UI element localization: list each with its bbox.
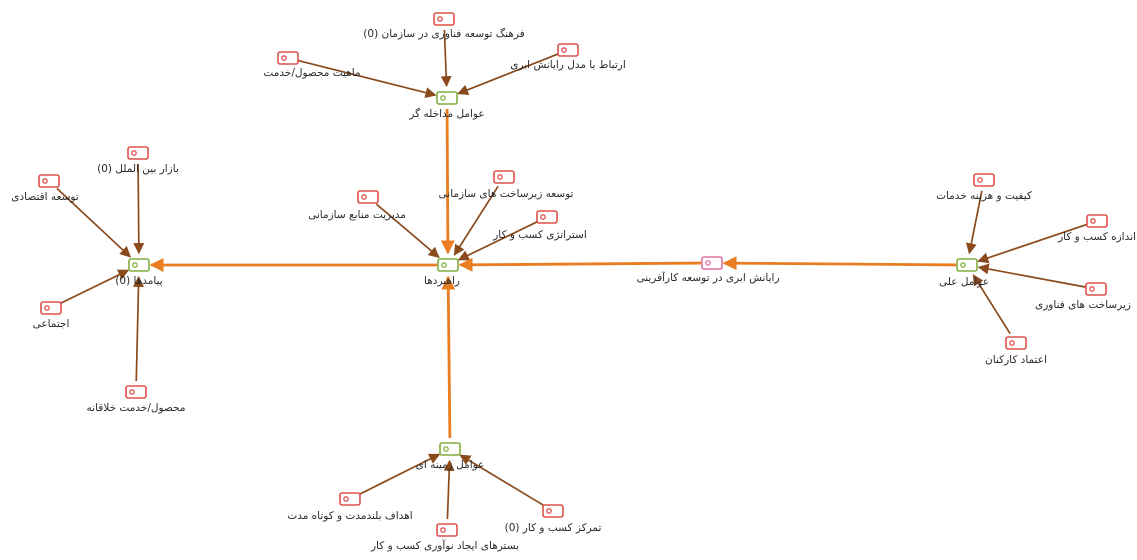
code-icon [542, 504, 564, 518]
node-label: پیامدها (0) [115, 275, 162, 287]
nodes-layer: فرهنگ توسعه فناوری در سازمان (0) ارتباط ب… [11, 12, 1136, 552]
node-n_innovation[interactable]: بسترهای ایجاد نوآوری کسب و کار [370, 523, 519, 552]
edge-n_cloud_link-to-n_intervening [457, 53, 559, 96]
edge-n_quality-to-n_causal [965, 190, 983, 255]
node-label: فرهنگ توسعه فناوری در سازمان (0) [363, 27, 524, 40]
node-n_global_market[interactable]: بازار بین الملل (0) [97, 146, 179, 175]
edge-n_hr_mgmt-to-n_strategies [375, 203, 440, 258]
node-n_creative[interactable]: محصول/خدمت خلاقانه [87, 385, 186, 414]
node-n_culture[interactable]: فرهنگ توسعه فناوری در سازمان (0) [363, 12, 525, 40]
node-label: ماهیت محصول/خدمت [263, 67, 360, 79]
edge-n_global_market-to-n_outcomes [133, 163, 145, 255]
edge-n_innovation-to-n_context [443, 459, 455, 520]
code-icon [433, 12, 455, 26]
node-n_hr_mgmt[interactable]: مدیریت منابع سازمانی [308, 190, 406, 221]
node-n_social[interactable]: اجتماعی [33, 301, 70, 330]
node-label: عوامل مداخله گر [408, 107, 484, 120]
edge-n_cloud_core-to-n_strategies [458, 257, 702, 272]
code-icon [40, 301, 62, 315]
node-label: اندازه کسب و کار [1057, 231, 1136, 243]
edge-n_infra_org-to-n_strategies [453, 185, 499, 256]
node-n_outcomes[interactable]: پیامدها (0) [115, 258, 163, 287]
node-label: اهداف بلندمدت و کوتاه مدت [287, 510, 412, 522]
code-icon [1005, 336, 1027, 350]
node-label: راهبردها [424, 275, 460, 287]
edge-n_trust-to-n_causal [972, 274, 1011, 335]
edge-n_context-to-n_strategies [441, 275, 456, 439]
node-n_tech_infra[interactable]: زیرساخت های فناوری [1035, 282, 1131, 311]
node-label: اجتماعی [33, 318, 70, 330]
category-icon [436, 91, 458, 105]
node-label: رایانش ابری در توسعه کارآفرینی [636, 271, 779, 284]
node-label: تمرکز کسب و کار (0) [505, 522, 602, 534]
node-n_long_short[interactable]: اهداف بلندمدت و کوتاه مدت [287, 492, 413, 522]
edge-n_social-to-n_outcomes [60, 269, 130, 304]
node-n_biz_focus[interactable]: تمرکز کسب و کار (0) [505, 504, 602, 534]
node-label: ارتباط با مدل رایانش ابری [510, 59, 626, 71]
node-n_econ_dev[interactable]: توسعه اقتصادی [11, 174, 79, 203]
node-n_strategies[interactable]: راهبردها [424, 258, 460, 287]
node-n_biz_size[interactable]: اندازه کسب و کار [1057, 214, 1136, 243]
code-icon [973, 173, 995, 187]
code-icon [277, 51, 299, 65]
core-icon [701, 256, 723, 270]
category-icon [128, 258, 150, 272]
node-label: توسعه زیرساخت های سازمانی [439, 188, 574, 200]
edge-n_econ_dev-to-n_outcomes [56, 187, 132, 258]
code-icon [1086, 214, 1108, 228]
edge-n_biz_size-to-n_causal [977, 223, 1087, 264]
node-label: مدیریت منابع سازمانی [308, 209, 406, 221]
node-label: اعتماد کارکنان [985, 354, 1047, 366]
edge-n_long_short-to-n_context [359, 453, 441, 495]
code-icon [339, 492, 361, 506]
node-n_cloud_core[interactable]: رایانش ابری در توسعه کارآفرینی [636, 256, 780, 284]
edge-n_biz_focus-to-n_context [459, 454, 545, 507]
node-n_quality[interactable]: کیفیت و هزینه خدمات [936, 173, 1032, 202]
node-n_causal[interactable]: عوامل علی [939, 258, 989, 288]
code-icon [493, 170, 515, 184]
node-label: عوامل زمینه ای [416, 459, 485, 471]
edge-n_product_nature-to-n_intervening [298, 59, 437, 98]
edge-n_biz_strategy-to-n_strategies [457, 221, 538, 261]
node-n_cloud_link[interactable]: ارتباط با مدل رایانش ابری [510, 43, 626, 71]
node-label: استراتژی کسب و کار [492, 229, 587, 241]
edge-n_causal-to-n_cloud_core [722, 256, 957, 271]
code-icon [125, 385, 147, 399]
node-n_context[interactable]: عوامل زمینه ای [416, 442, 485, 471]
edges-layer [56, 29, 1087, 520]
category-icon [956, 258, 978, 272]
node-n_biz_strategy[interactable]: استراتژی کسب و کار [492, 210, 587, 241]
edge-n_tech_infra-to-n_causal [977, 263, 1086, 288]
code-icon [557, 43, 579, 57]
node-label: عوامل علی [939, 276, 989, 288]
node-n_product_nature[interactable]: ماهیت محصول/خدمت [263, 51, 361, 79]
category-icon [439, 442, 461, 456]
category-icon [437, 258, 459, 272]
node-label: زیرساخت های فناوری [1035, 299, 1131, 311]
node-n_trust[interactable]: اعتماد کارکنان [985, 336, 1047, 366]
node-n_intervening[interactable]: عوامل مداخله گر [408, 91, 485, 120]
node-label: بسترهای ایجاد نوآوری کسب و کار [370, 539, 519, 552]
edge-n_intervening-to-n_strategies [440, 108, 455, 255]
node-label: محصول/خدمت خلاقانه [87, 402, 186, 414]
code-icon [127, 146, 149, 160]
edge-n_culture-to-n_intervening [440, 29, 452, 88]
code-icon [38, 174, 60, 188]
code-icon [536, 210, 558, 224]
code-icon [1085, 282, 1107, 296]
edge-n_creative-to-n_outcomes [132, 275, 144, 382]
node-label: بازار بین الملل (0) [97, 163, 179, 175]
node-n_infra_org[interactable]: توسعه زیرساخت های سازمانی [439, 170, 574, 200]
node-label: توسعه اقتصادی [11, 191, 79, 203]
node-label: کیفیت و هزینه خدمات [936, 190, 1032, 202]
code-icon [436, 523, 458, 537]
code-icon [357, 190, 379, 204]
